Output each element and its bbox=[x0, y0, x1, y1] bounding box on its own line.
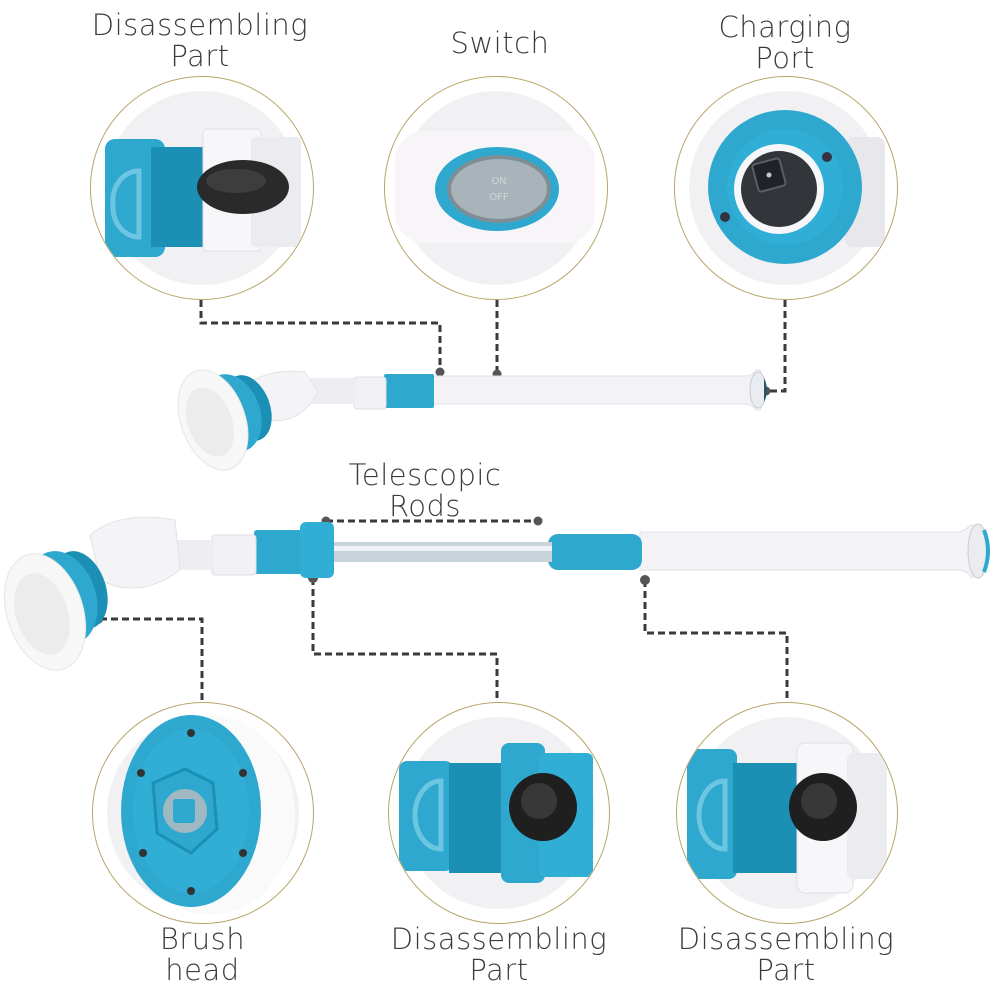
callout-circle-disassembling-part-bottom-1 bbox=[388, 702, 610, 924]
label-telescopic-rods: Telescopic Rods bbox=[310, 460, 540, 522]
label-charging-port: Charging Port bbox=[665, 12, 905, 74]
label-line: Part bbox=[469, 953, 529, 987]
label-line: Port bbox=[755, 41, 815, 75]
label-disassembling-part-bottom-2: Disassembling Part bbox=[657, 924, 915, 986]
switch-on-text: ON bbox=[491, 176, 506, 187]
label-line: Part bbox=[170, 39, 230, 73]
charging-port-icon bbox=[708, 110, 885, 264]
label-line: Rods bbox=[388, 489, 462, 523]
callout-circle-disassembling-part-top bbox=[90, 76, 314, 300]
label-disassembling-part-top: Disassembling Part bbox=[60, 10, 340, 72]
label-line: Brush bbox=[159, 922, 246, 956]
switch-button-icon: ON OFF bbox=[395, 131, 595, 243]
callout-circle-charging-port bbox=[674, 76, 898, 300]
label-line: Part bbox=[756, 953, 816, 987]
label-switch: Switch bbox=[395, 28, 605, 59]
callout-circle-brush-head bbox=[92, 702, 314, 924]
switch-off-text: OFF bbox=[489, 192, 509, 203]
lock-collar-icon bbox=[687, 742, 887, 894]
label-line: Disassembling bbox=[91, 8, 309, 42]
label-disassembling-part-bottom-1: Disassembling Part bbox=[370, 924, 628, 986]
brush-head-mount-icon bbox=[121, 715, 295, 915]
label-brush-head: Brush head bbox=[100, 924, 305, 986]
label-line: Charging bbox=[718, 10, 852, 44]
callout-circle-disassembling-part-bottom-2 bbox=[676, 702, 898, 924]
label-line: Disassembling bbox=[677, 922, 895, 956]
lock-collar-icon bbox=[105, 128, 301, 257]
lock-collar-icon bbox=[399, 743, 593, 883]
label-line: Disassembling bbox=[390, 922, 608, 956]
label-line: head bbox=[165, 953, 240, 987]
label-line: Switch bbox=[450, 26, 550, 60]
callout-circle-switch: ON OFF bbox=[384, 76, 608, 300]
label-line: Telescopic bbox=[348, 458, 502, 492]
